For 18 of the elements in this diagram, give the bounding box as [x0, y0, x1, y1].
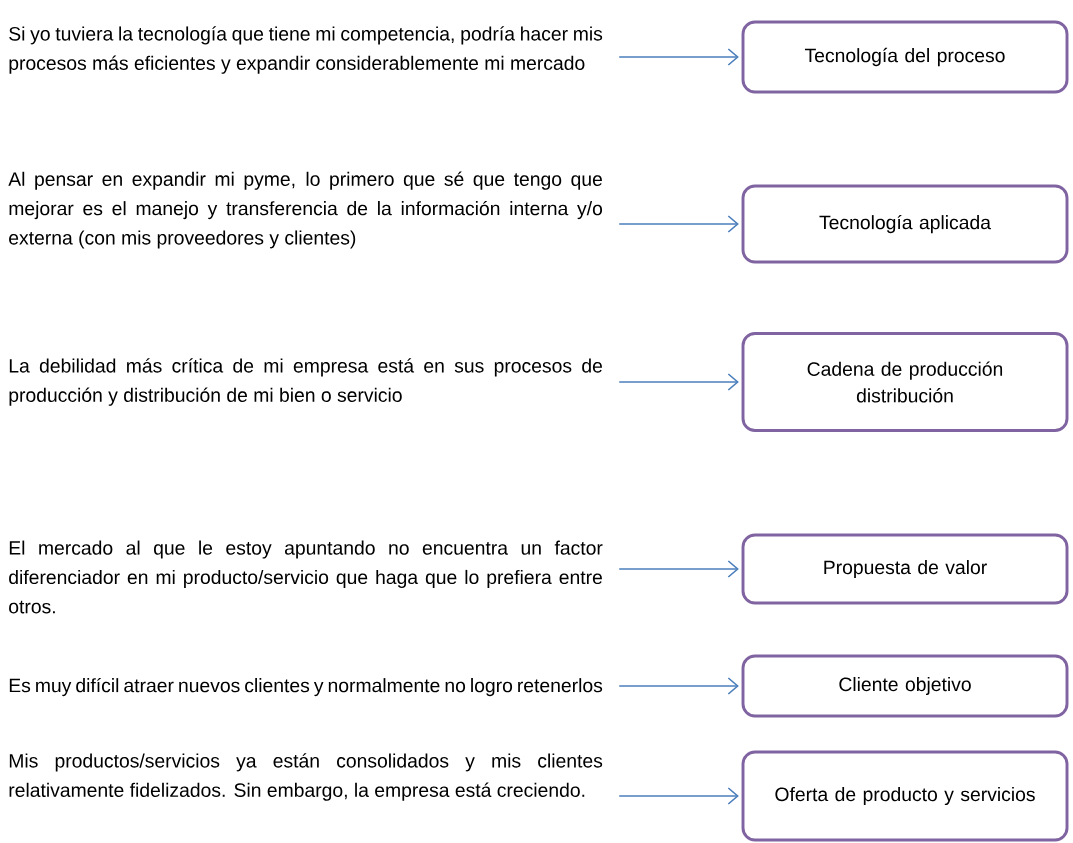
category-box: Propuesta de valor: [741, 533, 1069, 605]
arrow: [618, 787, 739, 805]
arrow: [618, 373, 739, 391]
statement-text: Si yo tuviera la tecnología que tiene mi competencia, podría hacer mis procesos más eficientes y expandir considerablemente mi mercado: [9, 26, 603, 74]
statement-text: Mis productos/servicios ya están consolidados y mis clientes relativamente fidelizados. Sin embargo, la empresa está creciendo.: [9, 753, 603, 801]
statement-text: El mercado al que le estoy apuntando no encuentra un factor diferenciador en mi producto/servicio que haga que lo prefiera entre otros.: [9, 540, 603, 614]
statement-text: La debilidad más crítica de mi empresa está en sus procesos de producción y distribución de mi bien o servicio: [9, 358, 602, 406]
arrow: [618, 677, 739, 695]
arrow: [618, 48, 739, 66]
category-box: Cliente objetivo: [741, 654, 1069, 718]
category-box: Cadena de producción distribución: [741, 332, 1069, 432]
arrow: [618, 215, 739, 233]
category-box: Tecnología aplicada: [741, 184, 1069, 264]
statement-text: Es muy difícil atraer nuevos clientes y normalmente no logro retenerlos: [9, 677, 603, 697]
category-box: Oferta de producto y servicios: [741, 750, 1069, 842]
arrow: [618, 560, 739, 578]
statement-text: Al pensar en expandir mi pyme, lo primero que sé que tengo que mejorar es el manejo y transferencia de la información interna y/o externa (con mis proveedores y clientes): [8, 171, 603, 249]
category-box: Tecnología del proceso: [741, 20, 1069, 94]
